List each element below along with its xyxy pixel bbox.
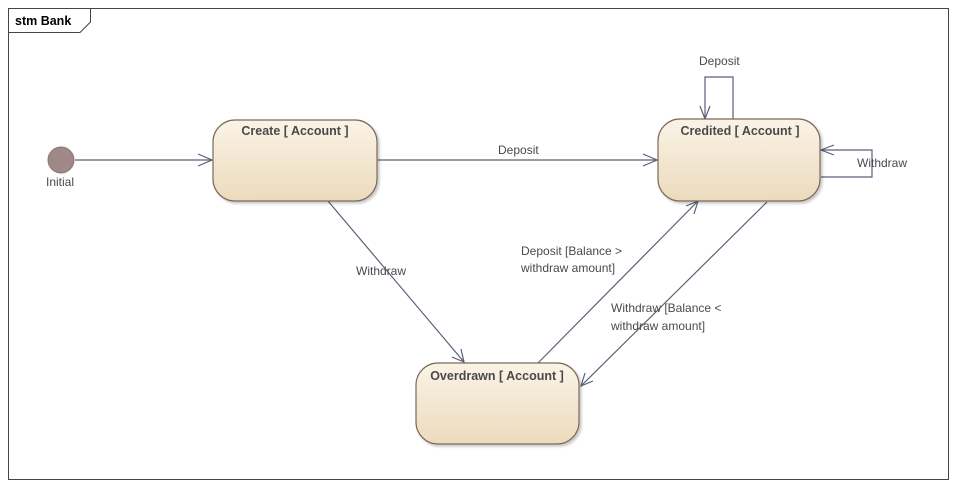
arrowhead-initial-create (197, 153, 214, 167)
transition-credited-self-withdraw[interactable] (821, 149, 873, 178)
state-overdrawn-title: Overdrawn [ Account ] (430, 369, 564, 383)
frame-tab (8, 8, 91, 33)
diagram-frame (8, 8, 949, 480)
state-overdrawn[interactable]: Overdrawn [ Account ] (415, 362, 580, 445)
label-credited-overdrawn-line1: Withdraw [Balance < (611, 301, 721, 315)
arrowhead-create-overdrawn (451, 348, 465, 364)
label-overdrawn-credited-line1: Deposit [Balance > (521, 244, 622, 258)
frame-label: stm Bank (15, 14, 71, 28)
transition-create-overdrawn[interactable] (327, 200, 465, 363)
label-credited-overdrawn-line2: withdraw amount] (610, 319, 705, 333)
state-create-box[interactable] (212, 119, 378, 202)
initial-label: Initial (46, 175, 74, 189)
label-credited-self-deposit: Deposit (699, 54, 740, 68)
initial-node[interactable] (47, 146, 75, 174)
transition-credited-overdrawn[interactable] (580, 201, 768, 387)
transition-credited-self-deposit[interactable] (704, 76, 734, 119)
label-create-credited: Deposit (498, 143, 539, 157)
state-create[interactable]: Create [ Account ] (212, 119, 378, 202)
state-credited-box[interactable] (657, 118, 821, 202)
state-overdrawn-box[interactable] (415, 362, 580, 445)
state-create-title: Create [ Account ] (241, 124, 348, 138)
state-credited-title: Credited [ Account ] (681, 124, 800, 138)
transition-overdrawn-credited[interactable] (537, 200, 699, 364)
label-credited-self-withdraw: Withdraw (857, 156, 907, 170)
label-create-overdrawn: Withdraw (356, 264, 406, 278)
arrowhead-credited-self-withdraw (819, 144, 835, 156)
label-overdrawn-credited-line2: withdraw amount] (520, 261, 615, 275)
arrowhead-create-credited (642, 153, 659, 167)
arrowhead-credited-overdrawn (580, 372, 594, 388)
state-credited[interactable]: Credited [ Account ] (657, 118, 821, 202)
